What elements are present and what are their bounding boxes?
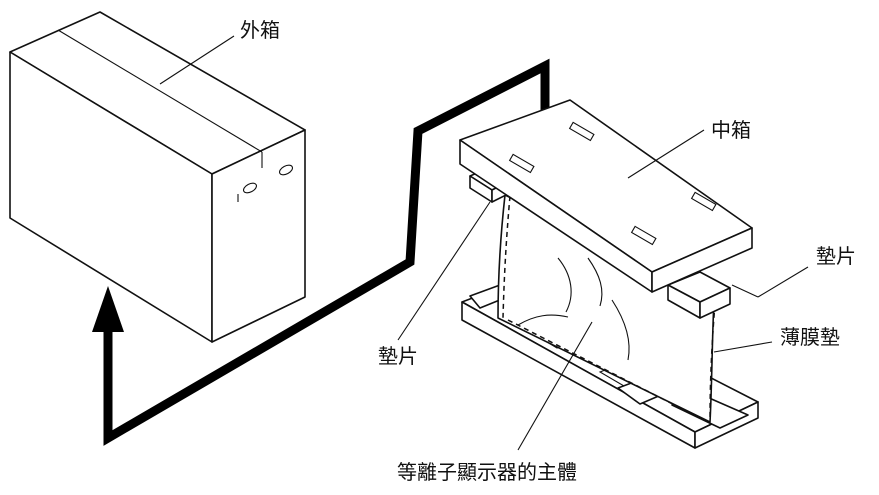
- right-pad: [667, 271, 731, 319]
- outer-box: [9, 11, 306, 343]
- process-arrow: [92, 58, 550, 446]
- outer-box-label: 外箱: [240, 18, 280, 42]
- middle-box-label: 中箱: [711, 118, 751, 142]
- film-pad-label: 薄膜墊: [780, 325, 840, 349]
- pad-right-label: 墊片: [816, 244, 856, 268]
- main-unit-label: 等離子顯示器的主體: [397, 460, 577, 484]
- leader-lines: [159, 35, 809, 451]
- middle-box: [459, 99, 753, 293]
- main-unit: [497, 194, 716, 423]
- pad-left-label: 墊片: [378, 344, 418, 368]
